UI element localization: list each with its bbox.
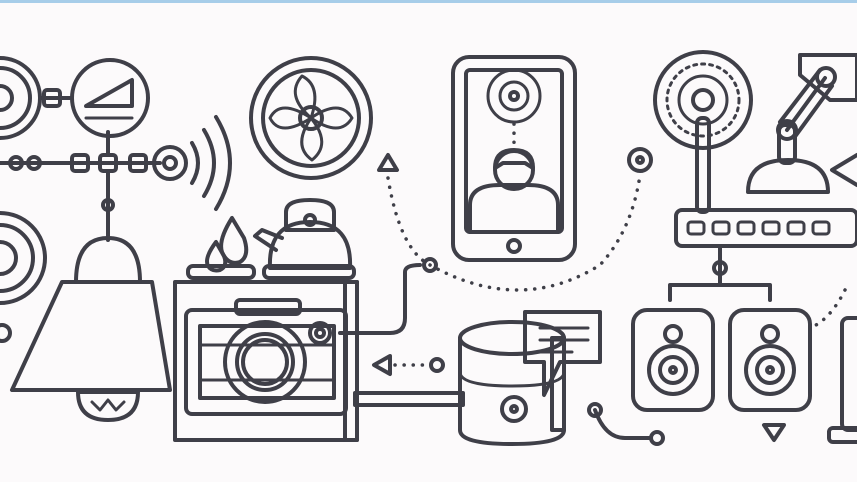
database-icon — [458, 320, 566, 446]
wifi-signal-icon — [152, 115, 232, 211]
fan-icon — [249, 56, 373, 180]
arrow-left-icon — [372, 354, 392, 376]
smartphone-icon — [451, 55, 577, 262]
laptop-icon — [827, 316, 857, 444]
ceiling-lamp-icon — [10, 236, 172, 422]
speaker-icon — [728, 308, 812, 412]
top-rule — [0, 0, 857, 3]
kettle-icon — [253, 198, 353, 270]
speaker-icon — [631, 308, 715, 412]
radar-icon — [653, 50, 753, 214]
chat-bubble-icon — [523, 310, 602, 397]
arrow-down-icon — [762, 423, 786, 442]
node-icon — [627, 147, 653, 173]
network-connectors — [0, 88, 847, 446]
arrow-up-icon — [377, 153, 399, 172]
light-bulb-icon — [76, 390, 140, 422]
user-avatar-icon — [468, 148, 560, 234]
robotic-arm-icon — [746, 53, 857, 194]
router-icon — [674, 208, 857, 248]
volume-indicator-icon — [70, 58, 150, 138]
gauge-icon — [0, 56, 42, 140]
ring-icon — [0, 211, 47, 343]
water-drops-icon — [205, 216, 249, 273]
camera-icon — [184, 298, 348, 416]
